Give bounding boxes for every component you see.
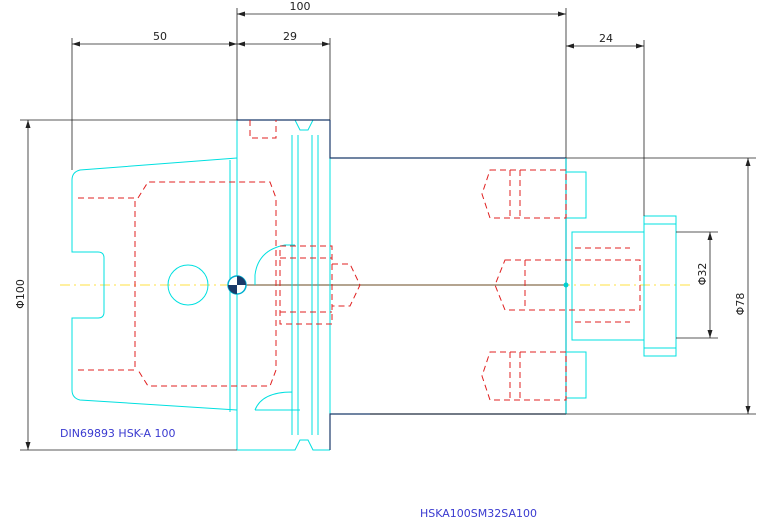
dimension-lines <box>20 8 756 451</box>
reference-marker-icon <box>227 275 247 295</box>
dim-flange-length: 29 <box>283 30 297 43</box>
hidden-lines <box>78 120 641 401</box>
center-dot <box>563 282 569 288</box>
dimension-arrows <box>25 11 751 450</box>
dim-body-diameter: Φ78 <box>734 293 747 316</box>
dim-bore-diameter: Φ32 <box>696 263 709 286</box>
part-number-label: HSKA100SM32SA100 <box>420 507 537 520</box>
dim-taper-length: 50 <box>153 30 167 43</box>
standard-label: DIN69893 HSK-A 100 <box>60 427 176 440</box>
body-features <box>565 158 677 414</box>
dim-overall-length: 100 <box>290 0 311 13</box>
flange-outline <box>236 119 331 451</box>
dim-shank-diameter: Φ100 <box>14 279 27 309</box>
dim-projection: 24 <box>599 32 613 45</box>
